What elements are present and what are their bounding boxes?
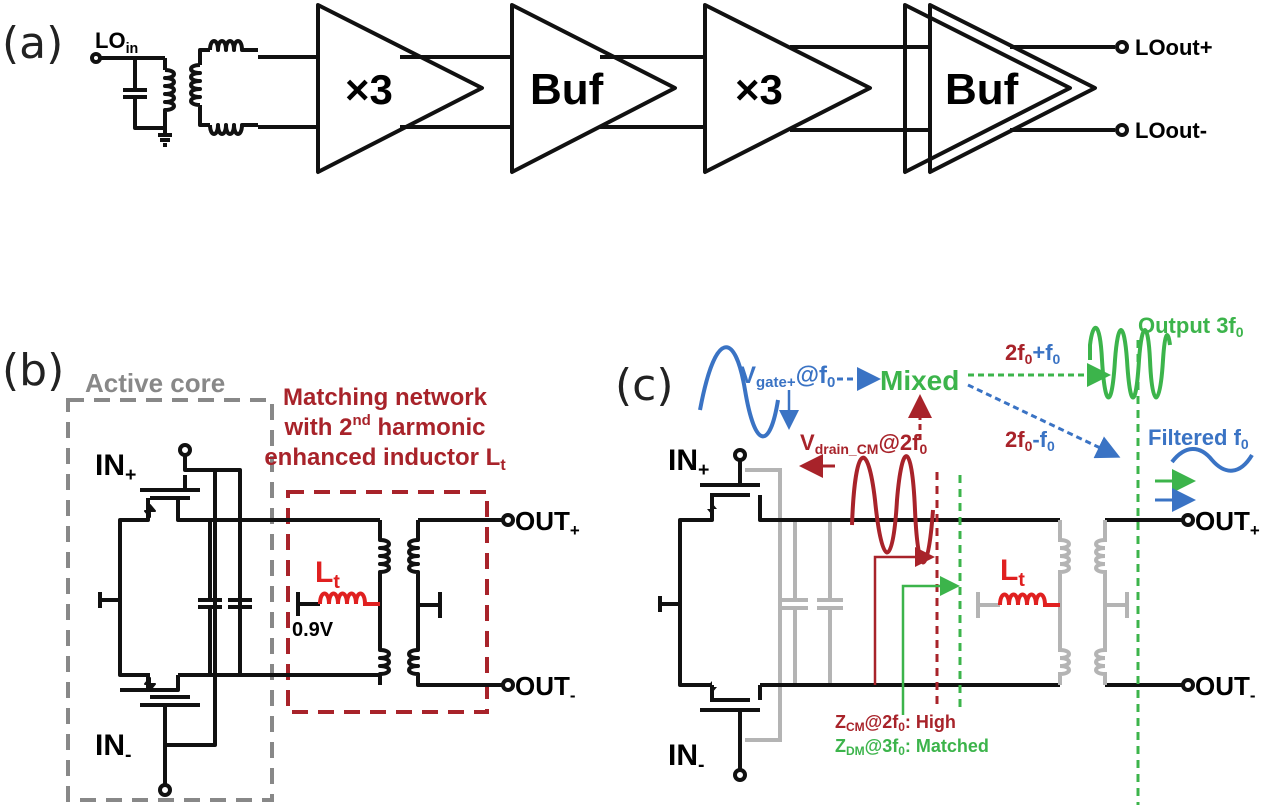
in-plus-terminal-c [733,448,747,462]
tripler-1-label: ×3 [345,66,393,113]
output-3f0-label: Output 3f0 [1138,313,1244,340]
gray-parasitic-wires [745,468,843,742]
diff-frequency-arrow [967,383,1121,459]
input-transformer [100,39,318,147]
matching-network-title: Matching network with 2nd harmonic enhan… [264,384,506,474]
panel-b-label: (b) [2,345,64,396]
lo-in-label: LOin [95,28,138,57]
transformer-b [296,518,505,687]
panel-c-label: (c) [615,360,674,411]
panel-b: (b) Active core Matching network with 2n… [2,345,580,802]
zdm-label: ZDM@3f0: Matched [835,736,989,758]
lt-inductor-c [998,592,1060,607]
tripler-block-1: ×3 [316,3,484,174]
out-minus-terminal-b [501,678,515,692]
in-minus-terminal-c [733,768,747,782]
panel-a: (a) LOin ×3 Buf ×3 Buf [2,3,1213,174]
svg-text:with 2nd harmonic: with 2nd harmonic [283,412,485,441]
filtered-f0-label: Filtered f0 [1148,425,1249,452]
source-arrow-top [707,503,717,515]
active-core-circuit [98,455,380,785]
active-core-box [66,398,274,802]
mixed-label: Mixed [880,365,959,396]
buffer-block-2: Buf [903,3,1097,174]
in-plus-label-c: IN+ [668,444,709,481]
bias-voltage-label: 0.9V [292,619,334,641]
out-plus-terminal-b [501,513,515,527]
out-plus-label-c: OUT+ [1195,506,1260,540]
out-plus-terminal-c [1181,513,1195,527]
lo-out-plus-terminal [1115,40,1129,54]
tripler-2-label: ×3 [735,66,783,113]
lo-out-minus-terminal [1115,123,1129,137]
zcm-label: ZCM@2f0: High [835,712,956,734]
out-minus-label-c: OUT- [1195,671,1256,705]
zdm-pointer-arrow [901,576,960,715]
buffer-1-label: Buf [530,65,604,114]
in-plus-label-b: IN+ [95,449,136,486]
lo-out-plus-label: LOout+ [1135,35,1213,60]
panel-a-label: (a) [2,18,63,69]
lt-label-c: Lt [1000,554,1025,591]
in-minus-label-c: IN- [668,739,705,776]
filtered-f0-wave [1170,447,1254,473]
lt-inductor-b [318,591,380,606]
in-plus-terminal-b [178,443,192,457]
vgate-label: Vgate+@f0 [740,362,835,391]
lo-in-terminal [90,52,102,64]
svg-text:Matching network: Matching network [283,384,488,411]
drain-2f0-wave [850,454,935,565]
tripler-block-2: ×3 [703,3,872,174]
source-arrow-bottom [707,681,717,693]
zcm-pointer-arrow [873,547,935,685]
panel-c: (c) IN+ IN- Lt OUT+ OUT- [615,313,1260,805]
matching-network-box [286,490,489,714]
lo-chain-wires [400,45,1115,132]
out-minus-label-b: OUT- [515,671,576,705]
transformer-c [976,520,1129,685]
out-plus-label-b: OUT+ [515,506,580,540]
in-minus-label-b: IN- [95,729,132,766]
buffer-2-label: Buf [945,65,1019,114]
in-minus-terminal-b [158,783,172,797]
out-minus-terminal-c [1181,678,1195,692]
output-3f0-wave [1088,325,1172,400]
lo-out-minus-label: LOout- [1135,118,1207,143]
vdrain-label: Vdrain_CM@2f0 [800,430,928,457]
sum-frequency-label: 2f0+f0 [1005,340,1061,367]
lt-label-b: Lt [315,556,340,593]
active-core-label: Active core [85,368,225,398]
svg-text:enhanced inductor Lt: enhanced inductor Lt [264,444,506,474]
buffer-block-1: Buf [510,3,677,174]
gate-sine-wave [698,345,780,439]
diff-frequency-label: 2f0-f0 [1005,427,1055,454]
